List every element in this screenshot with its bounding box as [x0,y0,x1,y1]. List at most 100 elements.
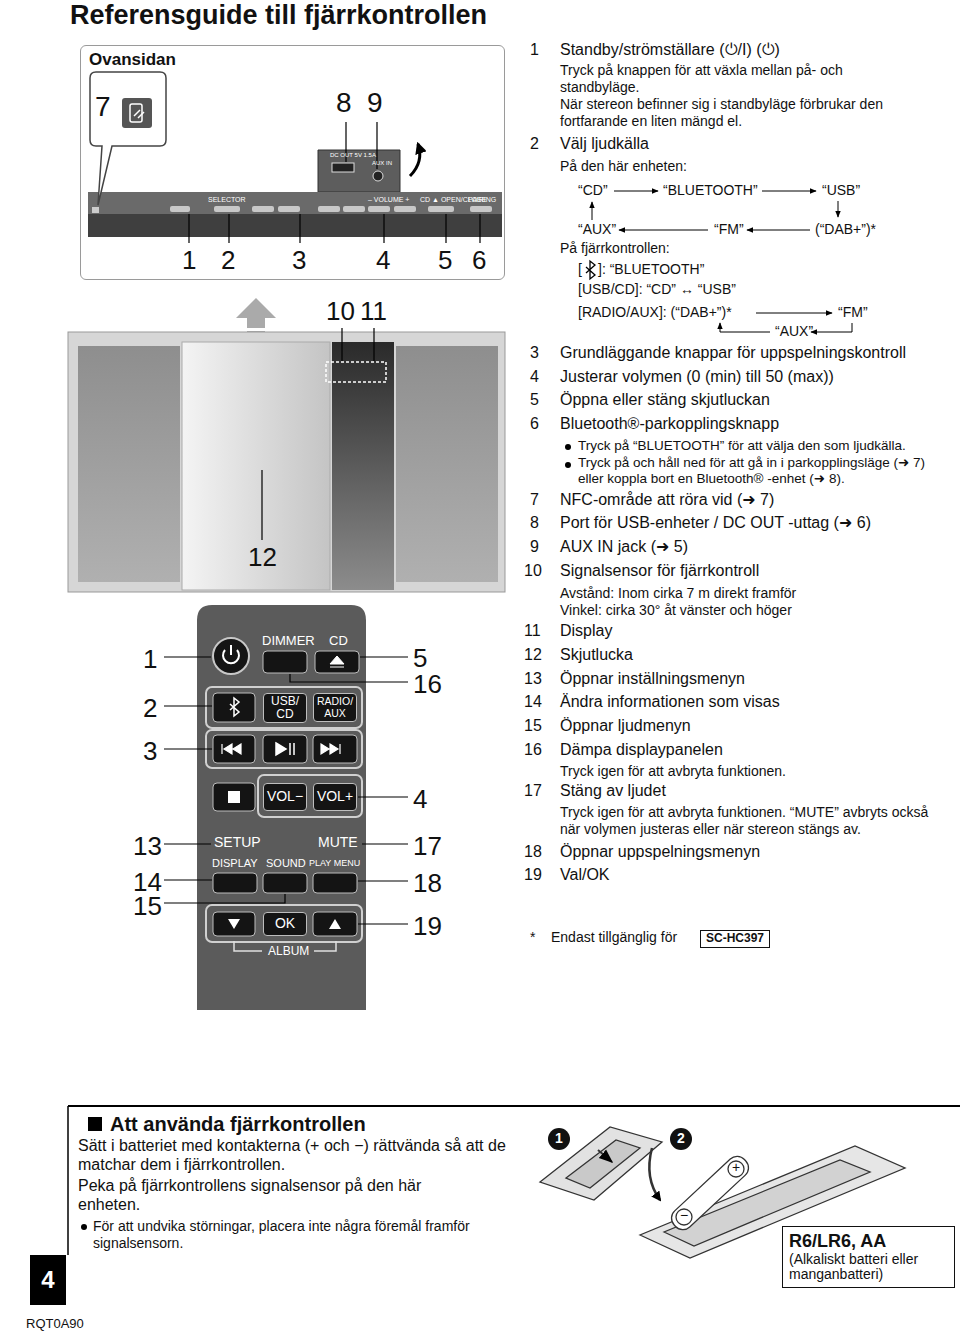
text-label: För att undvika störningar, placera inte… [93,1218,503,1252]
callout-number: 1 [143,644,157,675]
text-label: Endast tillgänglig för [551,929,677,946]
node-text: OK [275,916,295,931]
callout-number: 13 [133,831,162,862]
unit-top-view [318,206,340,212]
remote-control [258,775,362,817]
text-label: ]: “BLUETOOTH” [598,261,704,278]
unit-top-view [278,206,300,212]
unit-front-view [326,362,386,382]
remote-button: RADIO/ AUX [313,693,357,722]
text-label: Justerar volymen (0 (min) till 50 (max)) [560,367,834,386]
text-label: Öppnar ljudmenyn [560,716,691,735]
text-label: Standby/strömställare (⏻/I) (⏻) [560,40,780,59]
remote-control [315,651,359,673]
text-label: (“DAB+”)* [815,221,876,238]
remote-control [206,905,362,942]
text-label: Signalsensor för fjärrkontroll [560,561,759,580]
text-label: 3 [530,343,539,362]
text-label: − [680,1207,688,1224]
text-label: AUX IN jack (➜ 5) [560,537,688,556]
unit-top-view [170,206,190,212]
battery-illustration [649,1148,660,1200]
text-label: SELECTOR [208,196,246,204]
text-label: Tryck igen för att avbryta funktionen. [560,763,786,780]
node-text: R6/LR6, AA [789,1232,886,1252]
remote-control [206,730,362,768]
remote-control [222,744,241,754]
text-label: DISPLAY [212,857,258,870]
unit-top-view [394,206,416,212]
remote-control [213,735,255,763]
text-label: Öppna eller stäng skjutluckan [560,390,770,409]
remote-control [213,693,255,722]
unit-top-view [214,206,240,212]
remote-control [228,791,240,803]
text-label: Ändra informationen som visas [560,692,780,711]
unit-top-view [368,206,390,212]
unit-top-view [470,206,492,212]
callout-number: 5 [438,245,452,276]
text-label: På fjärrkontrollen: [560,240,670,257]
text-label: SETUP [214,834,261,851]
battery-illustration [640,1146,905,1258]
text-label: “BLUETOOTH” [663,182,758,199]
node-text: Ovansidan [89,51,176,70]
text-label: “USB” [822,182,860,199]
remote-control [230,698,239,716]
source-flow-arrow [614,191,658,192]
remote-control [329,919,341,929]
source-flow-arrow [592,202,593,220]
leader-line [342,328,374,361]
page-title: Referensguide till fjärrkontrollen [70,1,487,31]
unit-top-view [252,206,274,212]
callout-number: 2 [143,693,157,724]
text-label: Tryck på knappen för att växla mellan på… [560,62,890,96]
text-label: 14 [524,692,542,711]
text-label: 12 [524,645,542,664]
unit-top-view [410,144,420,176]
text-label: 15 [524,716,542,735]
nfc-callout-bubble [90,72,166,205]
node-text: USB/ CD [266,695,304,721]
source-flow-arrow [838,201,839,217]
text-label: Val/OK [560,865,610,884]
remote-control [321,744,340,754]
text-label: 13 [524,669,542,688]
text-label: Stäng av ljudet [560,781,666,800]
text-label: 9 [530,537,539,556]
source-flow-arrow [747,230,810,231]
node-text: RADIO/ AUX [316,696,354,719]
page-number-box: 4 [30,1255,66,1305]
view-arrow [247,318,265,328]
text-label: ALBUM [268,944,309,958]
unit-front-view [182,342,330,590]
text-label: CD [329,633,348,649]
text-label: 10 [524,561,542,580]
battery-type-box: R6/LR6, AA(Alkaliskt batteri eller manga… [782,1226,955,1288]
unit-top-view [343,206,365,212]
text-label: MUTE [318,834,358,851]
bullet [81,1224,87,1230]
source-flow-arrow [811,323,852,332]
text-label: Dämpa displaypanelen [560,740,723,759]
text-label: Att använda fjärrkontrollen [110,1112,366,1136]
text-label: Skjutlucka [560,645,633,664]
section-rule [88,1117,102,1131]
text-label: DC OUT 5V 1.5A [330,152,376,159]
section-rule [68,1105,960,1107]
remote-control [213,783,255,811]
remote-control [213,912,255,936]
bullet [565,444,571,450]
text-label: [USB/CD]: “CD” ↔ “USB” [578,281,736,298]
text-label: Port för USB-enheter / DC OUT -uttag (➜ … [560,513,871,532]
remote-control [223,645,239,663]
callout-number: 8 [336,86,352,120]
nfc-callout-bubble [134,110,144,118]
leader-line [261,470,262,540]
remote-control [330,656,344,667]
step-circle: 1 [548,1128,570,1150]
text-label: 18 [524,842,542,861]
bluetooth-icon [586,261,595,279]
node-text: SC-HC397 [706,932,764,945]
